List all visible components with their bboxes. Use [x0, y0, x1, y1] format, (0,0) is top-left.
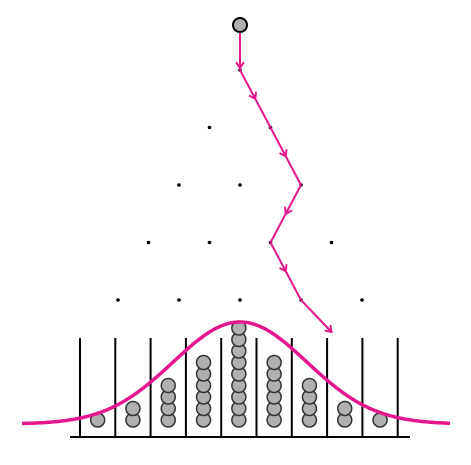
ball-path	[235, 30, 333, 334]
ball	[160, 377, 176, 394]
ball	[337, 400, 353, 417]
peg	[146, 240, 151, 245]
peg	[177, 298, 181, 302]
peg-grid	[116, 68, 364, 302]
bell-curve-line	[21, 320, 450, 426]
peg	[329, 240, 334, 245]
ball-stacks	[89, 320, 388, 428]
arrowhead-icon	[324, 324, 333, 334]
peg	[238, 183, 242, 187]
ball	[195, 354, 212, 371]
ball	[301, 377, 318, 394]
peg	[207, 240, 212, 245]
peg	[360, 298, 364, 302]
arrowhead-icon	[248, 91, 258, 101]
falling-ball-icon	[232, 17, 248, 33]
path-segment	[300, 299, 333, 333]
peg	[207, 125, 212, 130]
peg	[116, 298, 120, 302]
arrowhead-icon	[235, 61, 245, 70]
arrowhead-icon	[279, 264, 288, 273]
bell-curve	[21, 320, 450, 426]
arrowhead-icon	[283, 206, 293, 216]
ball	[125, 400, 141, 417]
peg	[177, 183, 181, 187]
peg	[238, 298, 242, 302]
ball	[266, 354, 282, 371]
arrowhead-icon	[279, 149, 288, 158]
bins	[70, 338, 410, 438]
falling-ball	[232, 17, 248, 33]
